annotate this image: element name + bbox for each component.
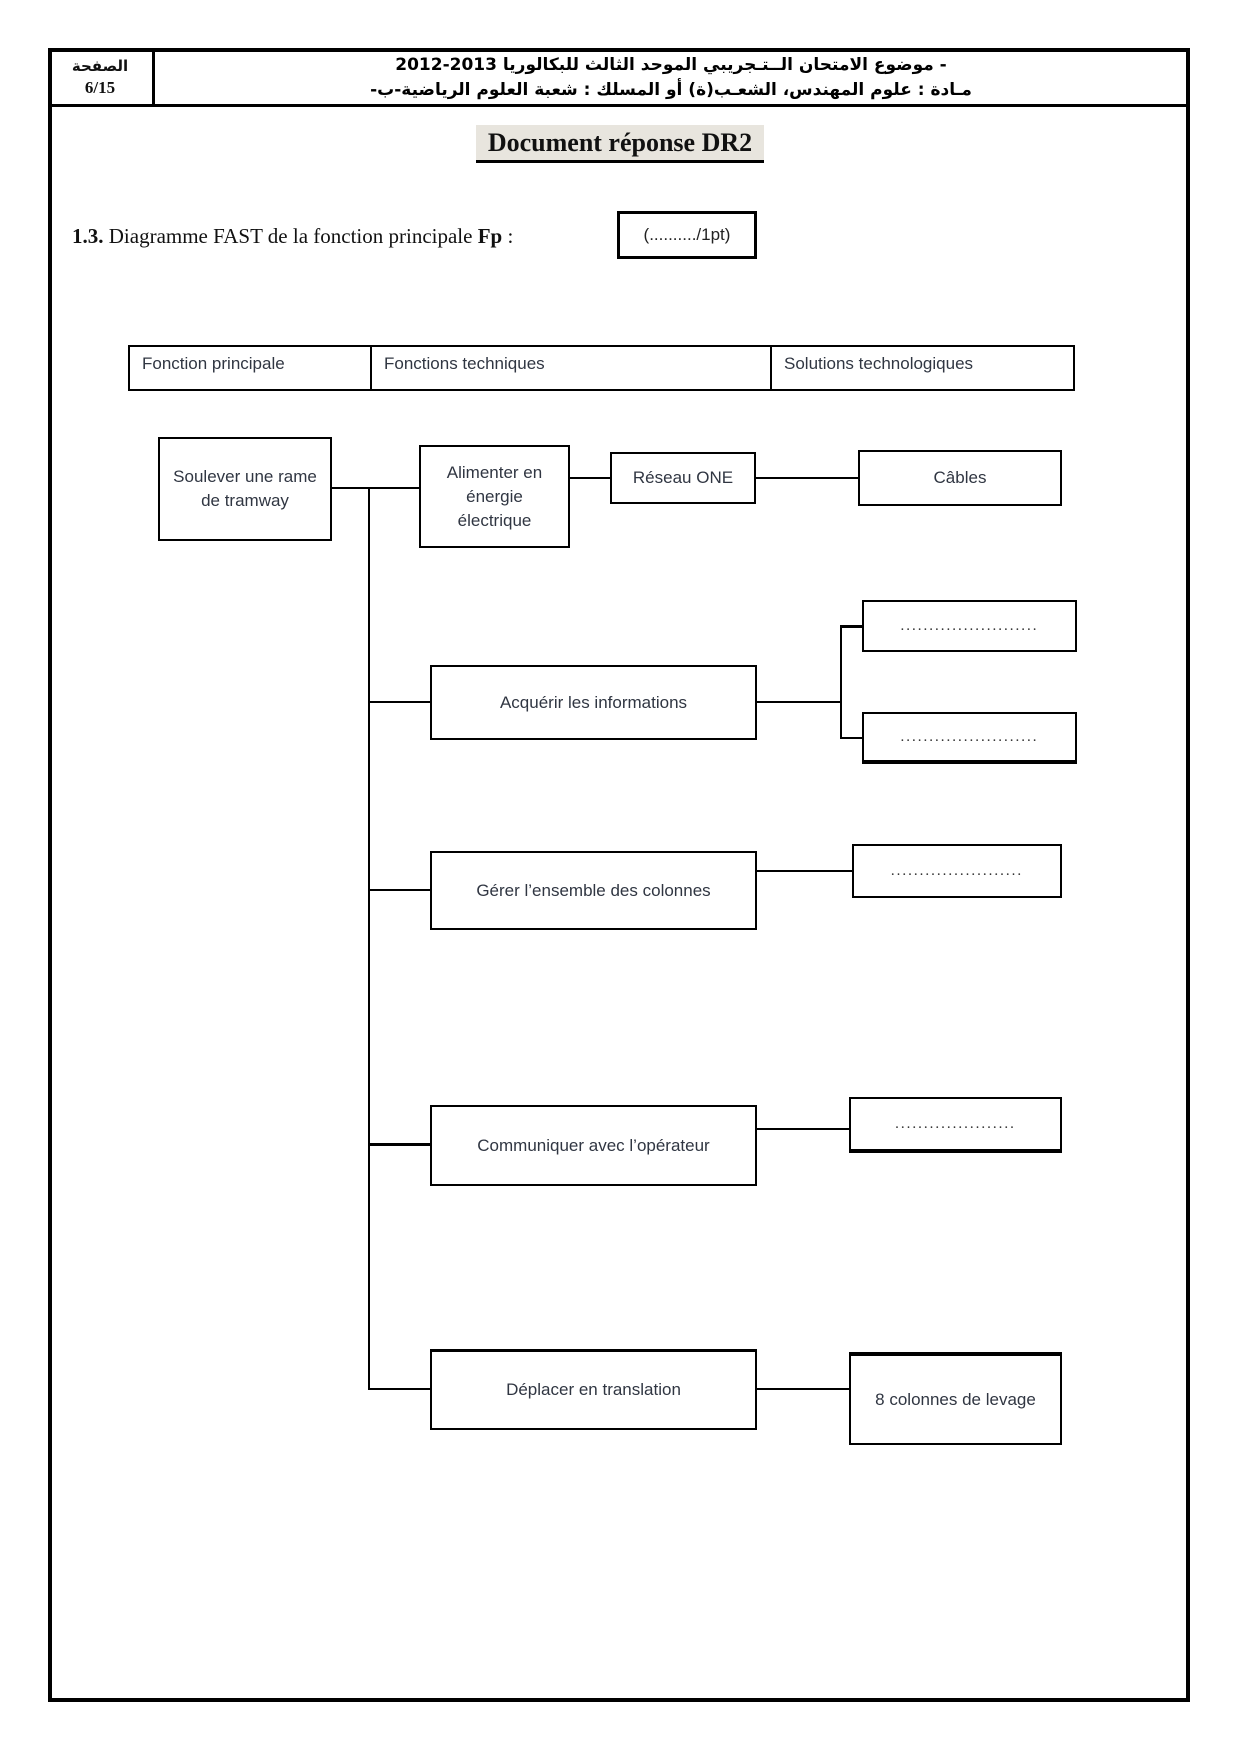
fast-function-box-3: Gérer l’ensemble des colonnes xyxy=(430,851,757,930)
fast-function-box-4: Communiquer avec l’opérateur xyxy=(430,1105,757,1186)
fast-function-label: Acquérir les informations xyxy=(499,692,688,712)
fast-function-label: Communiquer avec l’opérateur xyxy=(477,1135,710,1155)
header-bottom-rule xyxy=(48,104,1190,107)
fast-solution-box-1b: Câbles xyxy=(858,450,1062,506)
bracket-stub-top xyxy=(840,625,862,628)
question-colon: : xyxy=(502,224,514,248)
page-label: الصفحة xyxy=(71,57,129,75)
fast-function-label: Gérer l’ensemble des colonnes xyxy=(476,880,711,900)
fast-function-box-5: Déplacer en translation xyxy=(430,1349,757,1430)
branch-line-2 xyxy=(368,701,430,703)
branch-line-4 xyxy=(368,1143,430,1146)
fast-main-function-label: Soulever une rame de tramway xyxy=(173,467,317,510)
dotted-placeholder: ..................... xyxy=(895,1116,1016,1132)
connector-function2-bracket xyxy=(757,701,840,703)
points-box-text: (........../1pt) xyxy=(643,225,731,244)
fast-main-function-box: Soulever une rame de tramway xyxy=(158,437,332,541)
column-header-label: Fonctions techniques xyxy=(384,354,545,373)
dotted-placeholder: ........................ xyxy=(900,618,1039,634)
fast-solution-label: Câbles xyxy=(933,468,987,487)
header-line2: مـادة : علوم المهندس، الشعـب(ة) أو المسل… xyxy=(370,80,972,100)
fast-solution-box-5: 8 colonnes de levage xyxy=(849,1352,1062,1445)
fast-solution-label: 8 colonnes de levage xyxy=(875,1389,1036,1409)
connector-solution1-solution2 xyxy=(756,477,858,479)
page-number: 6/15 xyxy=(84,78,116,97)
question-line: 1.3. Diagramme FAST de la fonction princ… xyxy=(72,224,513,249)
question-fp-label: Fp xyxy=(477,224,503,248)
title-row: Document réponse DR2 xyxy=(0,125,1240,163)
fast-solution-box-1a: Réseau ONE xyxy=(610,452,756,504)
page-title: Document réponse DR2 xyxy=(475,125,765,163)
header-cell-divider xyxy=(152,48,155,107)
points-box: (........../1pt) xyxy=(617,211,757,259)
fast-function-label: Alimenter en énergie électrique xyxy=(446,462,543,530)
connector-main-to-trunk xyxy=(332,487,419,489)
fast-function-label: Déplacer en translation xyxy=(506,1380,681,1399)
connector-function3-solution xyxy=(757,870,852,872)
trunk-line xyxy=(368,487,370,1390)
fast-solution-box-2a-empty: ........................ xyxy=(862,600,1077,652)
bracket-stub-bottom xyxy=(840,737,862,739)
branch-line-5 xyxy=(368,1388,430,1390)
fast-solution-box-3-empty: ....................... xyxy=(852,844,1062,898)
fast-solution-box-4-empty: ..................... xyxy=(849,1097,1062,1153)
header-page-cell: الصفحة 6/15 xyxy=(50,55,150,99)
connector-function5-solution xyxy=(757,1388,849,1390)
fast-function-box-1: Alimenter en énergie électrique xyxy=(419,445,570,548)
branch-line-3 xyxy=(368,889,430,891)
column-header-fonctions-techniques: Fonctions techniques xyxy=(370,345,772,391)
fast-function-box-2: Acquérir les informations xyxy=(430,665,757,740)
dotted-placeholder: ........................ xyxy=(900,729,1039,745)
fast-solution-label: Réseau ONE xyxy=(632,468,734,487)
fast-solution-box-2b-empty: ........................ xyxy=(862,712,1077,764)
column-header-fonction-principale: Fonction principale xyxy=(128,345,372,391)
dotted-placeholder: ....................... xyxy=(890,863,1024,879)
column-header-label: Fonction principale xyxy=(142,354,285,373)
page-border xyxy=(48,48,1190,1702)
connector-function4-solution xyxy=(757,1128,849,1130)
question-text: Diagramme FAST de la fonction principale xyxy=(103,224,478,248)
question-number: 1.3. xyxy=(72,224,104,248)
column-header-solutions-technologiques: Solutions technologiques xyxy=(770,345,1075,391)
bracket-line-2 xyxy=(840,625,842,739)
header-line1: - موضوع الامتحان الــتـجريبي الموحد الثا… xyxy=(395,55,947,75)
header-exam-title: - موضوع الامتحان الــتـجريبي الموحد الثا… xyxy=(158,53,1184,103)
connector-function1-solution1 xyxy=(570,477,610,479)
column-header-label: Solutions technologiques xyxy=(784,354,974,373)
